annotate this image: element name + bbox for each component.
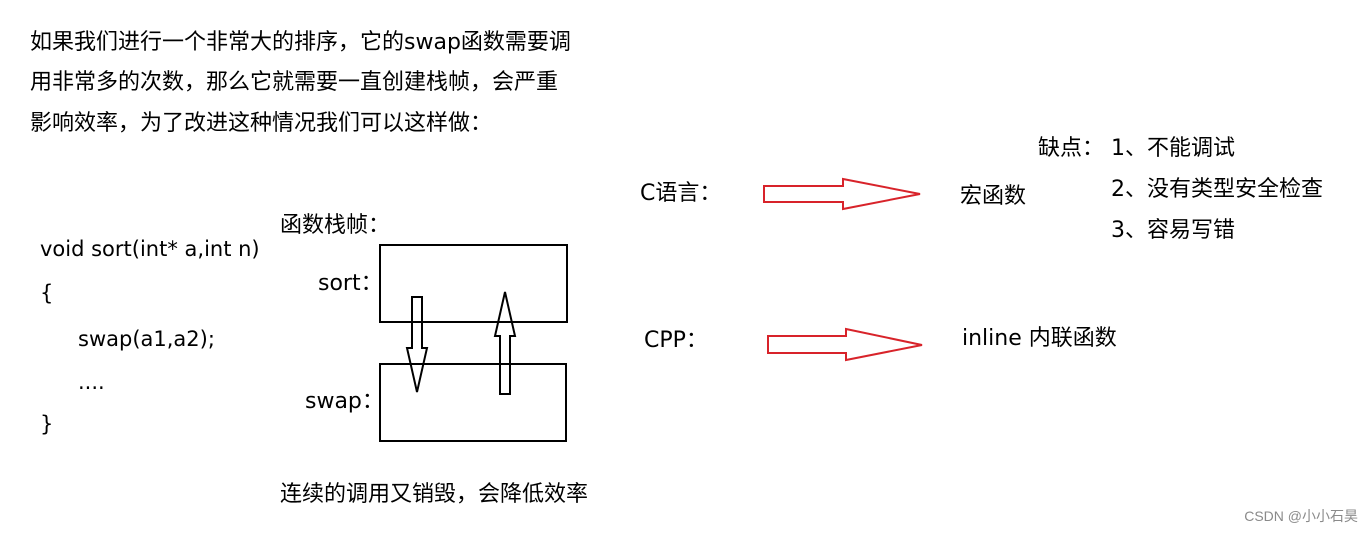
c-to-macro-arrow xyxy=(763,177,921,211)
inline-function-label: inline 内联函数 xyxy=(962,326,1117,351)
sort-frame-label: sort： xyxy=(318,271,383,296)
stack-frame-title: 函数栈帧： xyxy=(280,213,391,238)
code-line-ellipsis: .... xyxy=(78,370,105,394)
intro-line-3: 影响效率，为了改进这种情况我们可以这样做： xyxy=(30,111,493,136)
code-line-open-brace: { xyxy=(40,281,54,305)
csdn-watermark: CSDN @小小石昊 xyxy=(1244,508,1358,524)
swap-frame-box xyxy=(379,363,567,442)
swap-frame-label: swap： xyxy=(305,389,384,414)
drawbacks-title: 缺点： xyxy=(1038,136,1105,161)
intro-line-1: 如果我们进行一个非常大的排序，它的swap函数需要调 xyxy=(30,30,571,55)
code-line-signature: void sort(int* a,int n) xyxy=(40,237,260,261)
return-up-arrow xyxy=(493,291,517,395)
sort-frame-box xyxy=(379,244,568,323)
c-language-label: C语言： xyxy=(640,181,722,206)
code-line-swap-call: swap(a1,a2); xyxy=(78,327,215,351)
code-line-close-brace: } xyxy=(40,412,54,436)
drawback-item-3: 3、容易写错 xyxy=(1111,218,1235,243)
macro-function-label: 宏函数 xyxy=(960,184,1027,209)
stack-caption: 连续的调用又销毁，会降低效率 xyxy=(280,482,589,507)
drawback-item-1: 1、不能调试 xyxy=(1111,136,1235,161)
cpp-to-inline-arrow xyxy=(767,327,923,362)
call-down-arrow xyxy=(405,296,429,393)
intro-line-2: 用非常多的次数，那么它就需要一直创建栈帧，会严重 xyxy=(30,70,559,95)
drawback-item-2: 2、没有类型安全检查 xyxy=(1111,177,1323,202)
cpp-label: CPP： xyxy=(644,328,708,353)
